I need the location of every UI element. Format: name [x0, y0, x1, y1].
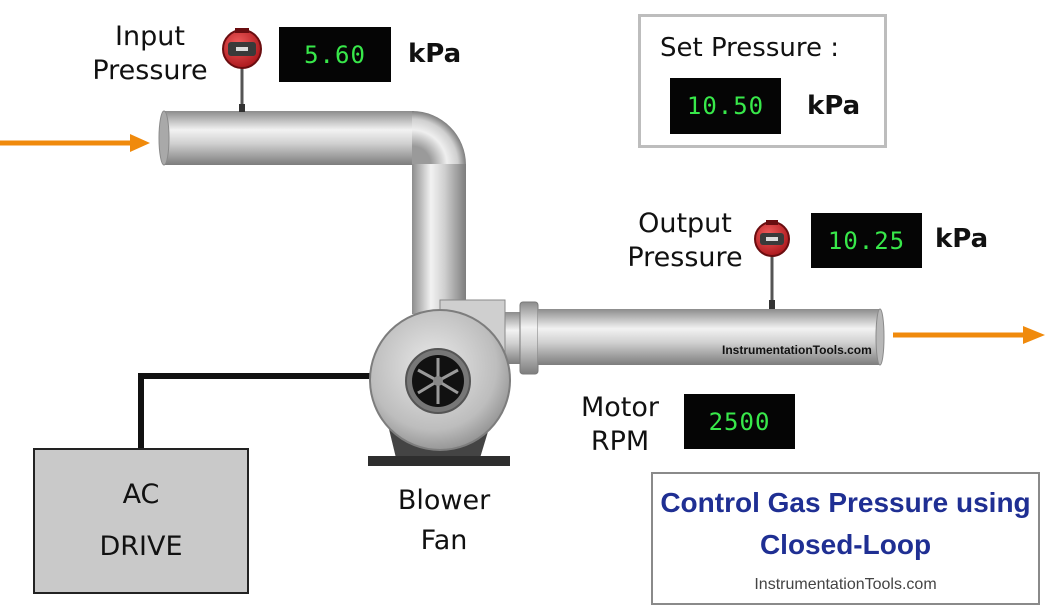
title-box: Control Gas Pressure using Closed-Loop I…	[651, 472, 1040, 605]
output-pressure-label-line1: Output	[638, 208, 732, 239]
title-line1: Control Gas Pressure using	[660, 487, 1031, 518]
outlet-flow-arrow	[893, 326, 1045, 344]
ac-drive: AC DRIVE	[33, 448, 249, 594]
blower-fan	[368, 299, 511, 466]
input-pressure-label-line1: Input	[115, 21, 185, 52]
set-pressure-label: Set Pressure :	[660, 33, 840, 63]
set-pressure-display[interactable]: 10.50	[670, 78, 781, 134]
title-credit: InstrumentationTools.com	[754, 576, 937, 593]
output-pressure-display: 10.25	[811, 213, 922, 268]
output-pressure-transmitter-icon	[754, 220, 790, 309]
output-pressure-unit: kPa	[935, 224, 989, 254]
blower-fan-label: Blower Fan	[388, 481, 500, 561]
input-pressure-display: 5.60	[279, 27, 391, 82]
ac-drive-label-line1: AC	[122, 479, 160, 510]
set-pressure-unit: kPa	[807, 91, 861, 121]
input-pressure-unit: kPa	[408, 39, 462, 69]
motor-rpm-display: 2500	[684, 394, 795, 449]
title-line2: Closed-Loop	[759, 529, 932, 560]
inlet-flow-arrow	[0, 134, 150, 152]
pipe-watermark: InstrumentationTools.com	[722, 343, 872, 357]
set-pressure-panel: Set Pressure : 10.50 kPa	[638, 14, 887, 148]
input-pressure-transmitter-icon	[222, 28, 262, 112]
ac-drive-label-line2: DRIVE	[99, 531, 183, 562]
drive-cable	[138, 373, 375, 448]
input-pressure-label-line2: Pressure	[92, 55, 208, 86]
inlet-pipe	[158, 110, 466, 314]
motor-rpm-label: Motor RPM	[572, 391, 668, 459]
outlet-pipe	[498, 301, 885, 375]
output-pressure-label: Output Pressure	[621, 207, 749, 275]
blower-fan-label-line1: Blower	[397, 485, 491, 516]
input-pressure-label: Input Pressure	[88, 20, 212, 88]
output-pressure-label-line2: Pressure	[627, 242, 743, 273]
motor-rpm-label-line1: Motor	[580, 392, 660, 423]
motor-rpm-label-line2: RPM	[590, 426, 650, 457]
blower-fan-label-line2: Fan	[420, 525, 468, 556]
